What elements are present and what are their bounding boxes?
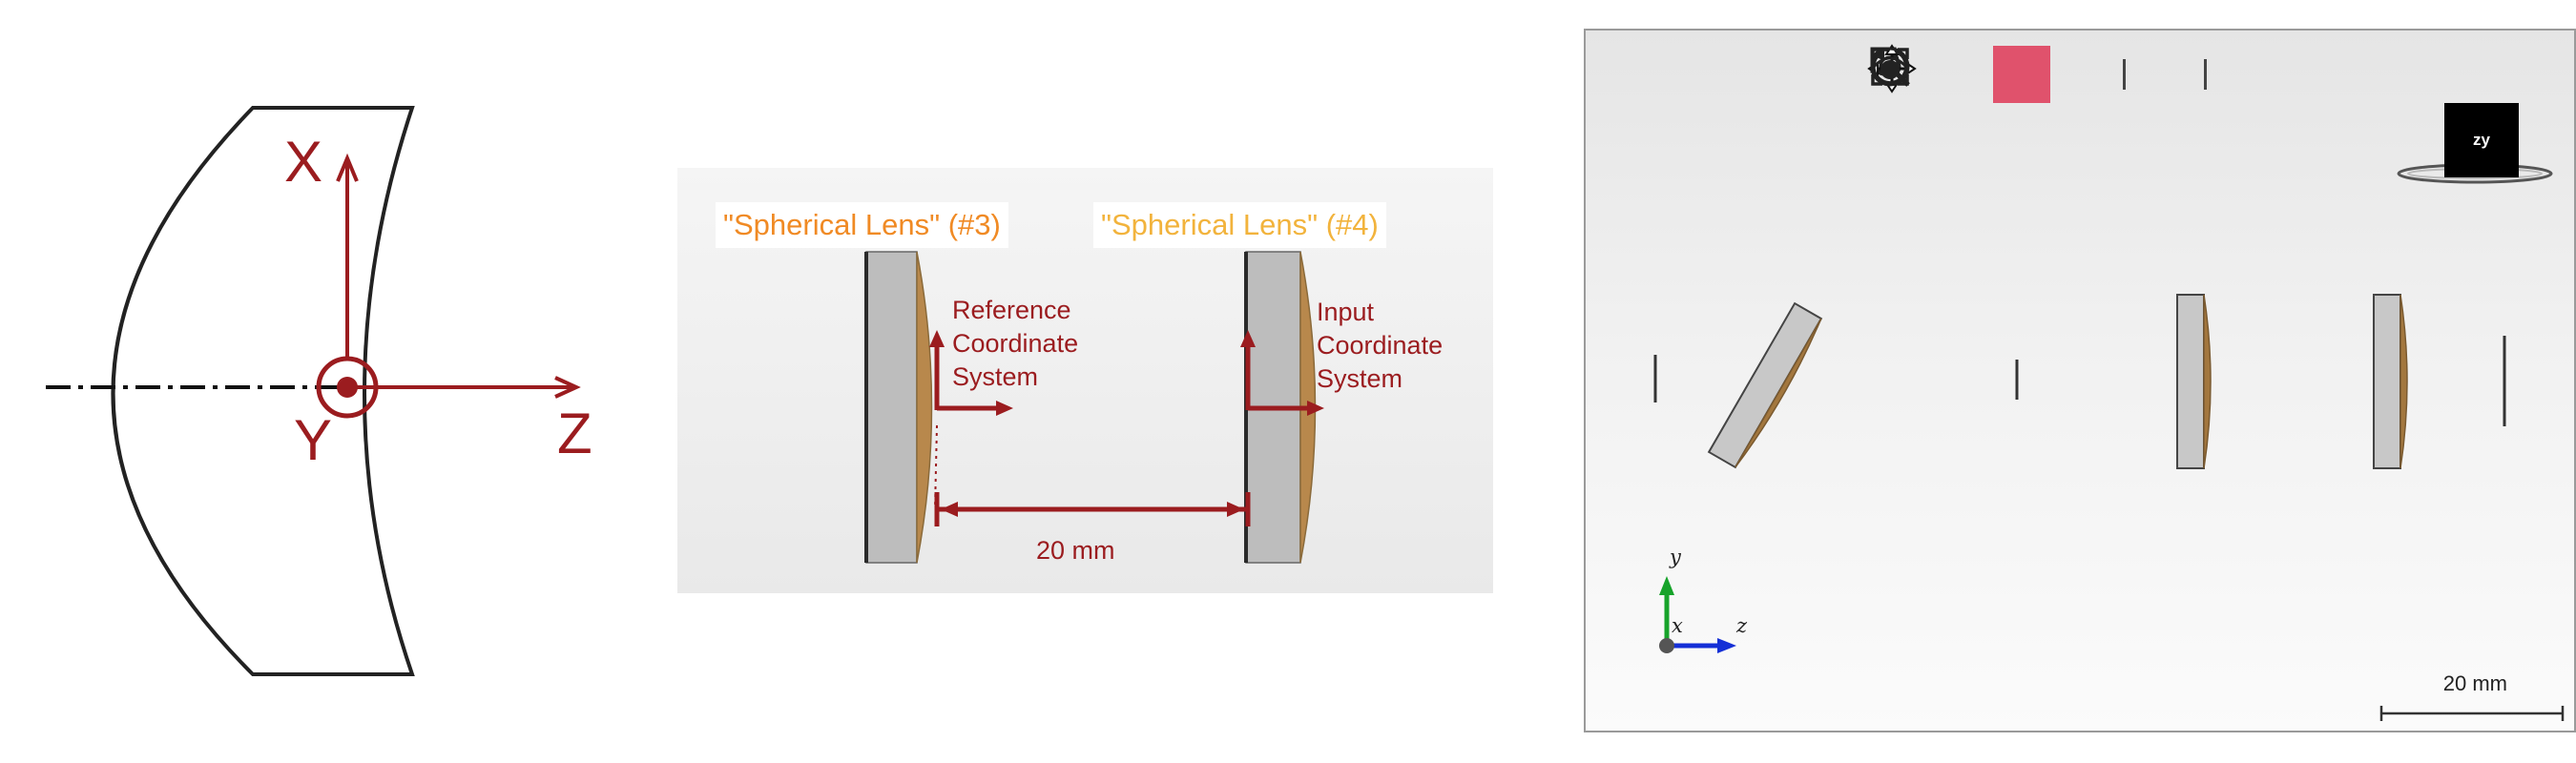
view-visibility-button[interactable]	[1870, 46, 2194, 103]
lens-pair-drawing	[864, 251, 1324, 564]
axis-label-x: X	[284, 130, 323, 194]
scale-bar	[2379, 706, 2565, 721]
meniscus-lens-drawing	[46, 106, 581, 676]
reference-coordinate-axes	[929, 330, 1013, 416]
zoom-button[interactable]	[1871, 46, 1987, 103]
view-visibility-icon	[1870, 47, 1910, 87]
lens-coordinate-detail: "Spherical Lens" (#3) "Spherical Lens" (…	[677, 168, 1493, 593]
toolbar-separator	[2204, 59, 2207, 90]
input-coordinate-axes	[1240, 330, 1324, 416]
toolbar-separator	[2123, 59, 2126, 90]
scale-bar-label: 20 mm	[2442, 671, 2507, 695]
scene-lens-3	[2176, 294, 2212, 469]
triad-label-x: x	[1672, 614, 1683, 637]
scene-lens-4	[2373, 294, 2408, 469]
tilted-lens	[1707, 301, 1823, 469]
axis-label-y: Y	[294, 408, 333, 472]
lens-3-tag: "Spherical Lens" (#3)	[716, 202, 1008, 248]
fit-to-view-button[interactable]	[1871, 46, 2275, 103]
view-cube[interactable]: zy	[2444, 103, 2519, 177]
fit-to-view-icon	[1871, 48, 1909, 86]
distance-label: 20 mm	[1036, 536, 1115, 565]
optical-system-scene	[1653, 163, 2565, 721]
viewer-toolbar	[1867, 44, 2281, 105]
lens-outline	[111, 106, 415, 676]
triad-label-y: y	[1670, 546, 1681, 568]
input-coordinate-label: Input Coordinate System	[1317, 298, 1444, 393]
triad-label-z: z	[1736, 614, 1748, 637]
y-axis-out-of-plane-icon	[316, 356, 379, 419]
rotate-button[interactable]	[1872, 46, 2113, 103]
lens-3-body	[865, 251, 918, 564]
3d-system-viewer[interactable]: zy y x z 20 mm	[1584, 29, 2576, 732]
lens-4-tag: "Spherical Lens" (#4)	[1093, 202, 1386, 248]
pan-button[interactable]	[1867, 44, 2050, 103]
axis-label-z: Z	[557, 402, 592, 465]
lens-3-curved-surface	[916, 251, 933, 564]
reference-coordinate-label: Reference Coordinate System	[952, 296, 1079, 391]
distance-dimension	[934, 492, 1251, 526]
lens-coordinate-sketch: X Y Z	[0, 0, 649, 763]
